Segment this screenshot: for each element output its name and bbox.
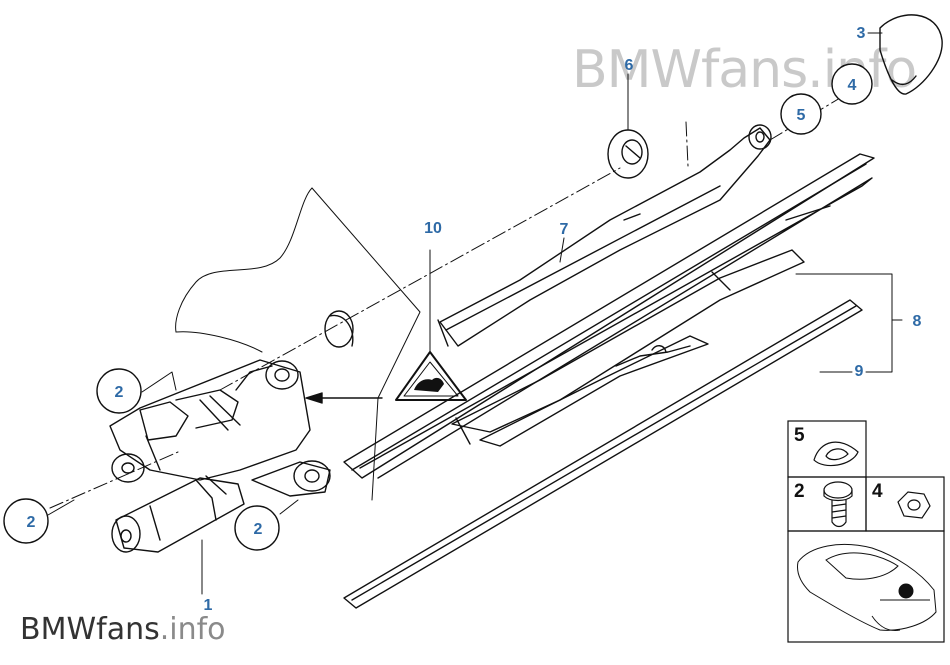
callout-4: 4 xyxy=(848,77,857,94)
inset-label-5: 5 xyxy=(794,425,805,446)
callout-circle-2b xyxy=(3,498,49,544)
wiper-motor xyxy=(109,359,331,553)
watermark-brand: BMWfans xyxy=(20,612,160,647)
inset-box-car xyxy=(787,530,945,643)
cover-cap xyxy=(879,14,943,95)
nut-icon xyxy=(897,491,931,519)
callout-8: 8 xyxy=(913,313,922,330)
callout-10: 10 xyxy=(424,220,442,237)
bolt-icon xyxy=(823,481,853,528)
callout-circle-4 xyxy=(831,63,873,105)
body-grommet xyxy=(324,310,354,348)
callout-7: 7 xyxy=(560,221,569,238)
leader-lines xyxy=(47,32,903,595)
pointer-arrow xyxy=(305,392,383,404)
callout-circles xyxy=(3,63,873,551)
callout-circle-2c xyxy=(234,505,280,551)
watermark-bottom: BMWfans.info xyxy=(20,612,226,647)
wiper-rubber xyxy=(343,299,863,609)
callout-2b: 2 xyxy=(27,514,36,531)
grommet-part xyxy=(607,129,649,179)
callout-circle-2a xyxy=(96,368,142,414)
callout-2a: 2 xyxy=(115,384,124,401)
body-outline xyxy=(175,187,421,501)
car-icon xyxy=(797,543,937,631)
axis-line xyxy=(49,91,851,509)
callout-1: 1 xyxy=(204,597,213,614)
inset-label-4: 4 xyxy=(872,481,883,502)
washer-icon xyxy=(813,441,859,467)
inset-label-2: 2 xyxy=(794,481,805,502)
callout-3: 3 xyxy=(857,25,866,42)
callout-9: 9 xyxy=(855,363,864,380)
wiper-blade xyxy=(343,153,875,479)
callout-circle-5 xyxy=(780,93,822,135)
inset-legend xyxy=(787,420,945,643)
warning-triangle-icon xyxy=(395,249,467,401)
wiper-arm xyxy=(437,124,772,347)
callout-6: 6 xyxy=(625,57,634,74)
watermark-suffix: .info xyxy=(159,612,226,647)
callout-5: 5 xyxy=(797,107,806,124)
callout-2c: 2 xyxy=(254,521,263,538)
